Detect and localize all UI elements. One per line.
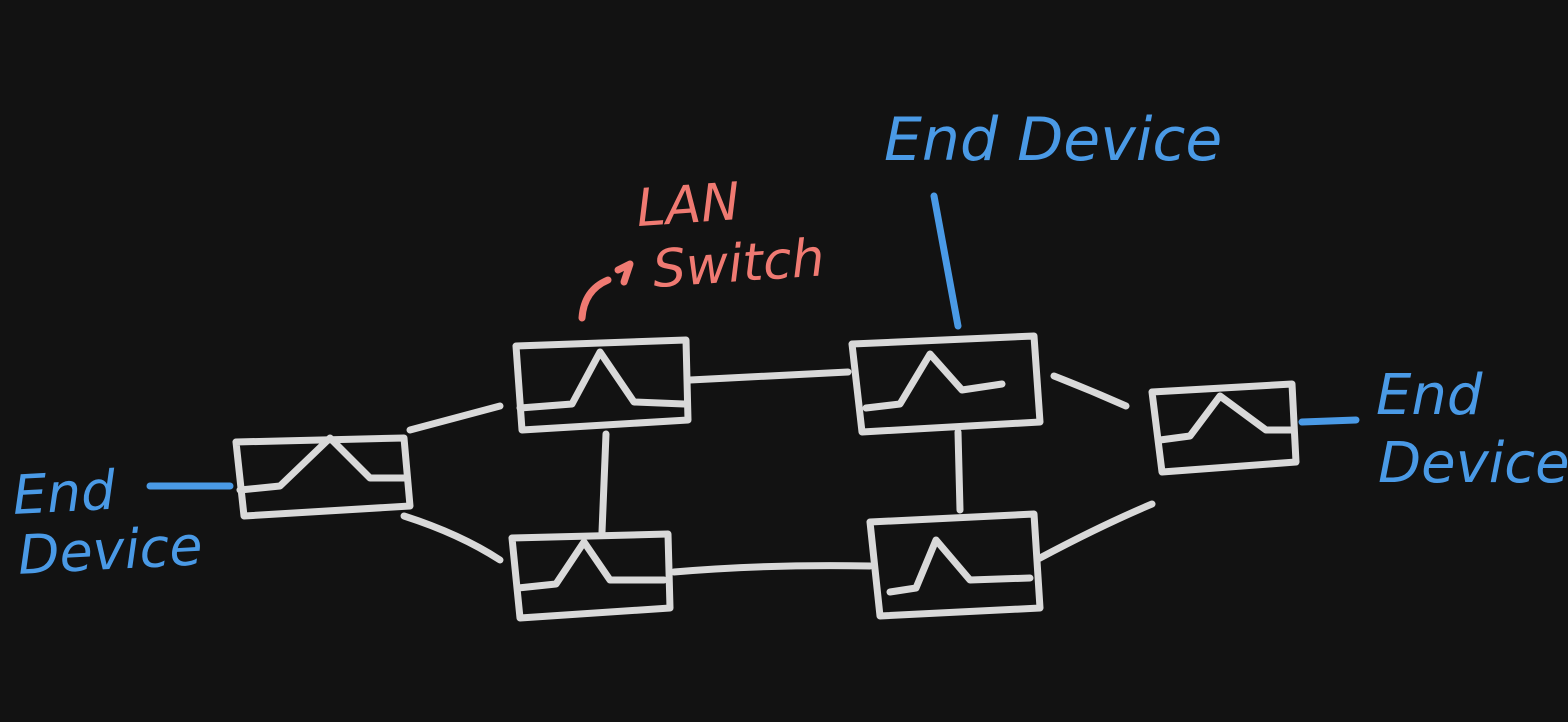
- link-s3-s5: [954, 428, 964, 514]
- switch-s1: [232, 434, 414, 520]
- end-device-links: [146, 192, 1360, 490]
- switch-s6: [1148, 380, 1300, 476]
- end-device-label-right-line2: Device: [1378, 431, 1568, 496]
- link-s1-s4: [400, 512, 504, 564]
- switch-s5: [866, 510, 1044, 620]
- switch-s2: [512, 336, 692, 434]
- annotation-arrow: [578, 260, 634, 322]
- end-device-label-top: End Device: [884, 105, 1222, 175]
- end-device-label-left-line1: End: [11, 459, 117, 527]
- end-device-label-right-line1: End: [1376, 363, 1483, 428]
- end-device-label-top-line1: End Device: [884, 105, 1222, 175]
- lan-switch-annotation-line2: Switch: [651, 228, 827, 300]
- link-s2-s4: [598, 430, 610, 536]
- end-device-label-left: End Device: [11, 454, 204, 587]
- switch-links: [400, 368, 1156, 576]
- lan-switch-annotation-line1: LAN: [634, 172, 741, 239]
- link-s3-s6: [1050, 372, 1130, 410]
- end-device-label-left-line2: Device: [16, 514, 204, 587]
- end-device-label-right: End Device: [1376, 363, 1568, 496]
- link-s5-s6: [1036, 500, 1156, 562]
- switch-s3: [848, 332, 1044, 436]
- switch-s4: [508, 530, 674, 622]
- link-s4-s5: [670, 562, 874, 576]
- end-device-link-right: [1298, 416, 1360, 426]
- end-device-link-top: [930, 192, 962, 330]
- lan-switch-annotation: LAN Switch: [634, 166, 826, 301]
- link-s1-s2: [406, 402, 504, 434]
- link-s2-s3: [686, 368, 852, 384]
